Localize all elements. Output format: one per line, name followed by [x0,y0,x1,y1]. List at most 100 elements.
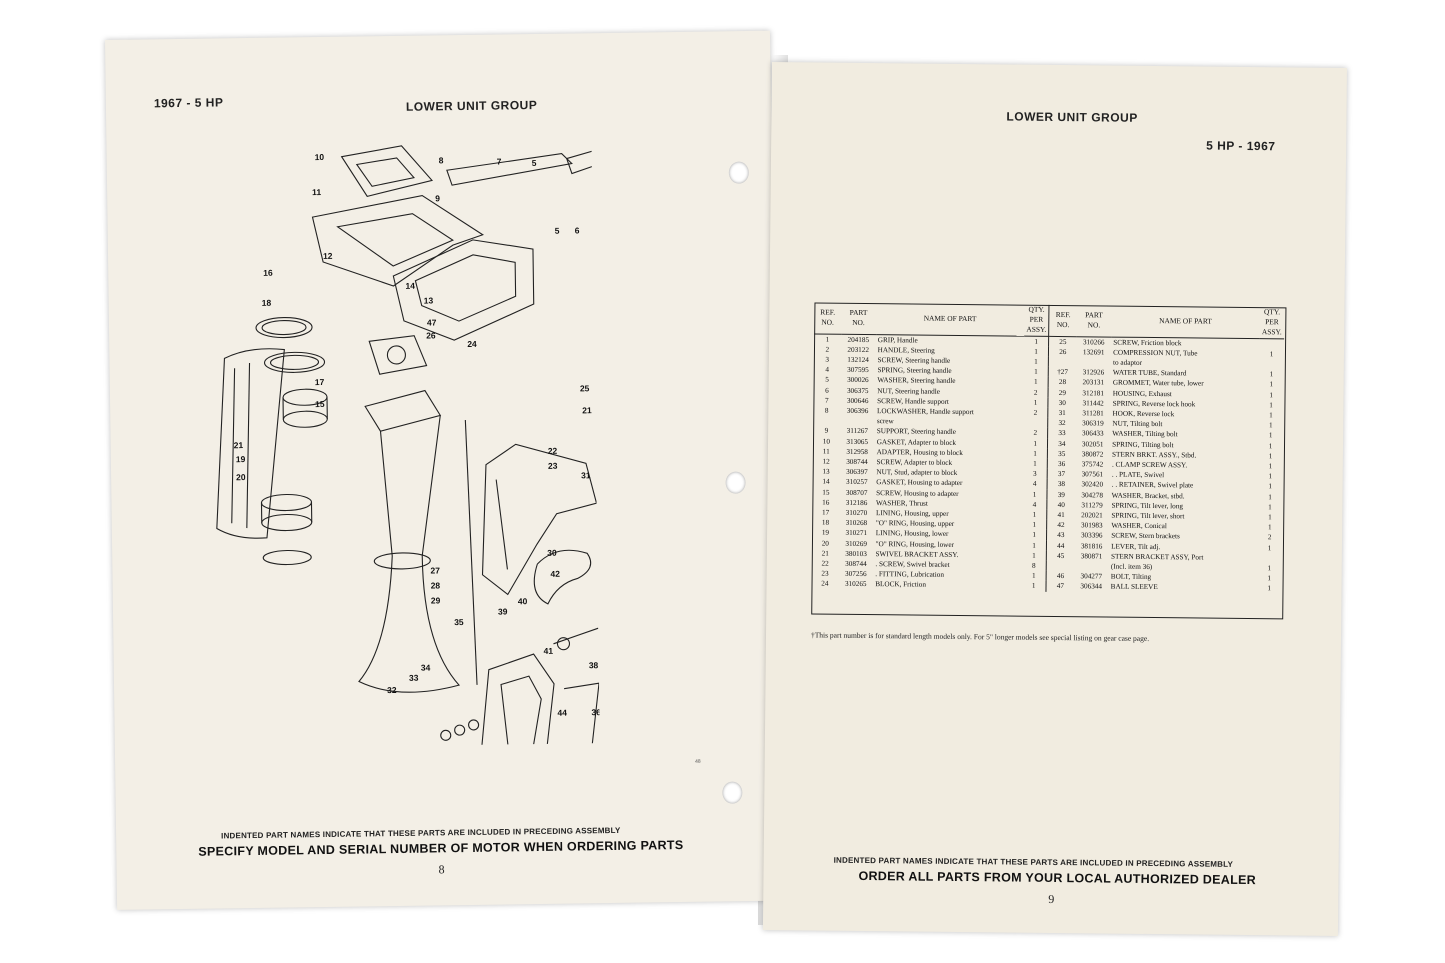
cell-part: 312186 [845,498,868,507]
punch-hole [728,161,749,184]
cell-part: 307256 [845,570,867,579]
cell-part: 306375 [846,386,869,395]
header-part: PART NO. [1076,305,1112,337]
cell-part: 312958 [846,447,868,456]
cell-part: 301983 [1081,521,1103,530]
cell-ref: 28 [1058,378,1067,387]
cell-part: 311442 [1082,399,1104,408]
cell-part: 306397 [846,468,868,477]
cell-part [1076,357,1111,368]
callout: 20 [236,472,246,482]
callout: 27 [430,565,440,575]
cell-part: 308744 [846,457,868,467]
cell-ref: 2 [825,345,830,354]
callout: 42 [550,569,560,579]
cell-ref: 39 [1057,490,1065,499]
cell-ref: 1 [825,335,830,344]
cell-part: 380872 [1081,450,1104,459]
left-indent-note: INDENTED PART NAMES INDICATE THAT THESE … [221,825,621,841]
callout: 19 [236,454,246,464]
cell-qty: 1 [1022,448,1048,459]
callout: 35 [454,617,464,627]
cell-part: 203131 [1082,378,1105,387]
cell-qty: 2 [1023,407,1049,419]
cell-part: 312181 [1082,388,1105,398]
cell-part: 310270 [845,508,868,518]
cell-qty [1259,338,1284,349]
left-page-number: 8 [438,862,445,877]
cell-part: 381816 [1080,541,1103,551]
cell-qty: 1 [1267,574,1272,583]
cell-part: 202021 [1081,511,1103,520]
left-header-title: LOWER UNIT GROUP [405,97,538,114]
cell-part [1074,561,1109,572]
cell-part: 302051 [1081,439,1104,449]
cell-ref: 30 [1058,398,1066,407]
cell-ref: 4 [825,365,829,374]
cell-ref: 10 [822,437,831,446]
callout: 36 [591,707,600,717]
cell-part: 203122 [847,345,870,354]
cell-part: 311267 [846,427,869,436]
cell-ref: 14 [822,478,830,487]
cell-part: 304278 [1081,490,1103,500]
left-order-note: SPECIFY MODEL AND SERIAL NUMBER OF MOTOR… [198,838,684,859]
callout: 6 [575,225,580,235]
cell-qty: 1 [1269,411,1273,420]
cell-ref [1047,561,1074,571]
cell-part: 308707 [845,488,868,497]
callout: 9 [435,193,440,203]
cell-qty: 1 [1022,438,1049,449]
cell-ref: 25 [1059,337,1067,346]
callout: 5 [555,226,560,236]
cell-ref: 6 [825,386,829,395]
cell-qty: 1 [1268,482,1273,491]
cell-part: 311279 [1081,501,1103,510]
cell-qty: 1 [1269,370,1274,379]
callout: 33 [409,673,419,683]
cell-part: 306319 [1082,419,1104,428]
cell-qty: 1 [1268,503,1272,512]
cell-qty: 1 [1021,530,1048,541]
cell-qty: 1 [1021,519,1048,531]
cell-part: 300646 [846,396,869,405]
cell-part: 310266 [1082,337,1105,347]
cell-qty: 1 [1268,452,1273,461]
cell-part: 375742 [1081,460,1104,469]
callout: 17 [315,377,325,387]
cell-ref: 8 [824,406,829,415]
callout: 8 [439,155,444,165]
exploded-parts-diagram: 10 8 7 5 3 4 2 11 9 5 6 12 1 16 14 13 18… [216,142,600,750]
diagram-callouts: 10 8 7 5 3 4 2 11 9 5 6 12 1 16 14 13 18… [234,152,600,718]
cell-qty: 1 [1268,513,1272,522]
header-qty: QTY. PER ASSY. [1259,307,1285,339]
cell-ref: 23 [821,569,829,578]
punch-hole [722,781,743,804]
cell-ref: 9 [824,427,829,436]
callout: 25 [580,383,590,393]
cell-part: 380103 [845,549,867,558]
left-page: 1967 - 5 HP LOWER UNIT GROUP [105,30,783,910]
cell-ref: 35 [1058,449,1066,458]
cell-part: 204185 [847,335,870,344]
cell-ref: 15 [822,488,830,497]
cell-part: 380871 [1080,552,1103,561]
header-ref: REF. NO. [1049,304,1077,337]
cell-part: 313065 [846,437,869,446]
cell-qty: 3 [1022,468,1048,480]
cell-ref: 37 [1057,470,1066,479]
cell-qty: 1 [1267,584,1271,593]
callout: 24 [467,339,477,349]
cell-qty: 1 [1267,564,1272,573]
cell-name: BLOCK, Friction [875,580,926,590]
cell-part: 303396 [1080,531,1103,540]
cell-part: 300026 [847,376,869,385]
cell-ref [813,416,840,426]
callout: 40 [518,596,528,606]
cell-ref: 36 [1058,460,1066,469]
cell-qty: 1 [1023,346,1050,357]
cell-ref: 38 [1057,480,1066,489]
cell-ref: †27 [1057,368,1069,377]
callout: 44 [557,708,567,718]
cell-qty: 1 [1268,431,1273,440]
